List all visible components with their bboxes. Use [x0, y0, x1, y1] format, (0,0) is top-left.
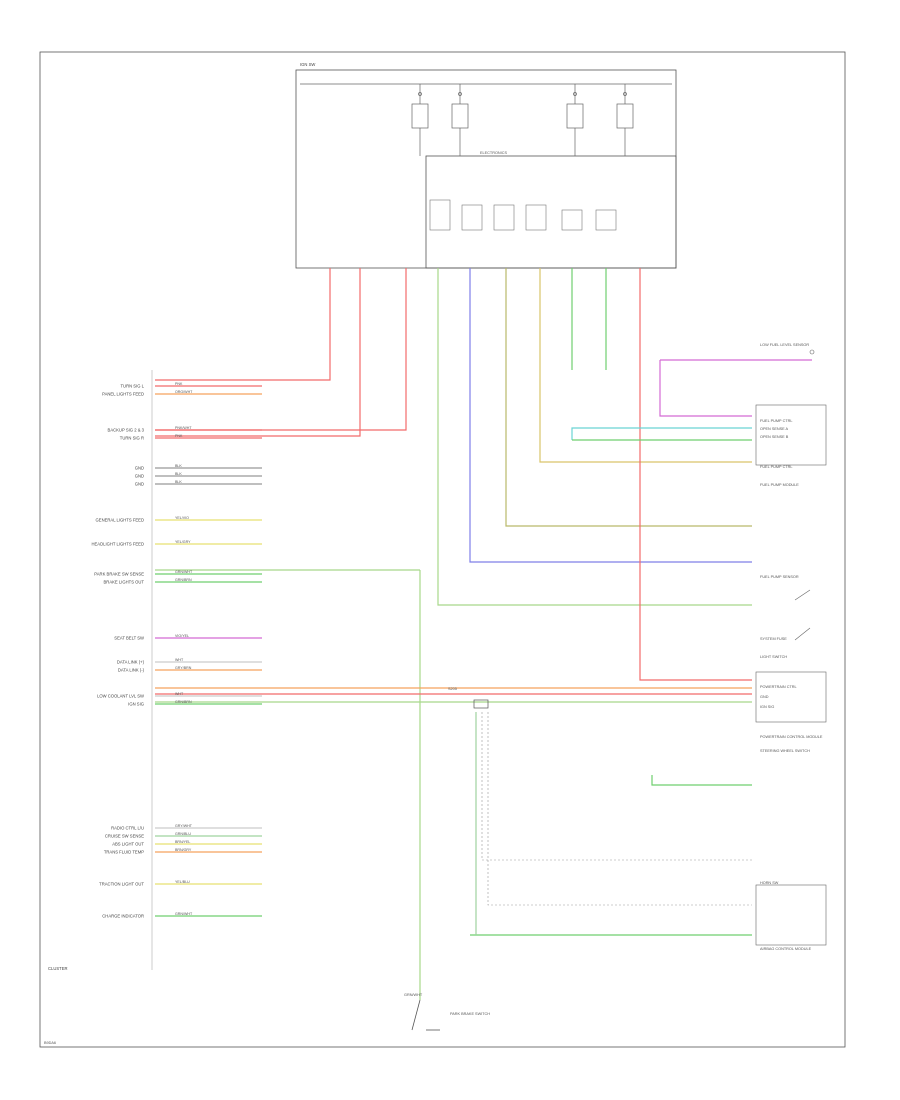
cluster-pin-label: LOW COOLANT LVL SW: [97, 694, 144, 699]
cluster-pin-label: PARK BRAKE SW SENSE: [94, 572, 144, 577]
cluster-pin-wire-color: YEL/BLU: [175, 880, 190, 884]
cluster-pin-label: TRANS FLUID TEMP: [104, 850, 144, 855]
right-component-label: OPEN SENSE B: [760, 435, 789, 439]
cluster-pin-label: PANEL LIGHTS FEED: [102, 392, 144, 397]
splice: S205: [448, 687, 489, 709]
cluster-pin-label: TURN SIG R: [120, 436, 144, 441]
electronics-box: [425, 155, 677, 269]
cluster-pin-label: DATA LINK (-): [118, 668, 145, 673]
figure-code: B9DA6: [44, 1041, 56, 1045]
right-component-label: HORN SW: [760, 881, 779, 885]
right-component-label: LOW FUEL LEVEL SENSOR: [760, 343, 809, 347]
cluster-pin-wire-color: ORG/WHT: [175, 390, 193, 394]
ignition-switch-box: [295, 69, 677, 269]
cluster-pin-wire-color: BRN/YEL: [175, 840, 190, 844]
right-components: [755, 349, 827, 946]
right-component-label: LIGHT SWITCH: [760, 655, 787, 659]
right-component-label: FUEL PUMP SENSOR: [760, 575, 799, 579]
cluster-pin-wire-color: GRN/BRN: [175, 700, 192, 704]
cluster-pin-wire-color: WHT: [175, 692, 184, 696]
cluster-pin-wire-color: GRN/WHT: [175, 912, 193, 916]
right-component-label: POWERTRAIN CTRL: [760, 685, 797, 689]
right-component-label: AIRBAG CONTROL MODULE: [760, 947, 812, 951]
cluster-pin-label: GND: [135, 466, 144, 471]
cluster-pin-wire-color: BLK: [175, 472, 182, 476]
cluster-pin-label: GND: [135, 482, 144, 487]
right-labels: LOW FUEL LEVEL SENSOR FUEL PUMP CTRL OPEN …: [450, 343, 823, 1016]
cluster-pin-wire-color: BRN/GRY: [175, 848, 192, 852]
cluster-pin-label: GENERAL LIGHTS FEED: [96, 518, 144, 523]
cluster-pin-label: TRACTION LIGHT OUT: [99, 882, 144, 887]
cluster-pins: TURN SIG L PNK PANEL LIGHTS FEED ORG/WHT BAC…: [91, 382, 262, 919]
cluster-pin-label: GND: [135, 474, 144, 479]
cluster-pin-label: DATA LINK (+): [117, 660, 145, 665]
cluster-pin-wire-color: YEL/VIO: [175, 516, 189, 520]
cluster-pin-label: CRUISE SW SENSE: [105, 834, 144, 839]
right-component-label: GND: [760, 695, 769, 699]
dashed-leads: [481, 712, 752, 906]
right-component-label: PARK BRAKE SWITCH: [450, 1012, 490, 1016]
internal-connectors: [429, 199, 617, 231]
cluster-pin-label: BACKUP SIG 2 & 3: [108, 428, 145, 433]
cluster-pin-label: IGN SIG: [128, 702, 144, 707]
cluster-pin-label: HEADLIGHT LIGHTS FEED: [91, 542, 144, 547]
cluster-pin-wire-color: YEL/GRY: [175, 540, 191, 544]
cluster-label: CLUSTER: [48, 966, 68, 971]
cluster-pin-label: SEAT BELT SW: [114, 636, 144, 641]
right-component-label: FUEL PUMP CTRL: [760, 419, 793, 423]
cluster-pin-wire-color: PNK: [175, 382, 183, 386]
cluster-pin-label: TURN SIG L: [121, 384, 145, 389]
switch-contacts: [300, 83, 672, 156]
ground-symbol: [411, 999, 440, 1031]
cluster-pin-label: RADIO CTRL L/U: [111, 826, 144, 831]
right-component-label: FUEL PUMP CTRL: [760, 465, 793, 469]
cluster-pin-wire-color: BLK: [175, 464, 182, 468]
cluster-pin-wire-color: GRN/WHT: [175, 570, 193, 574]
cluster-pin-label: ABS LIGHT OUT: [112, 842, 144, 847]
cluster-pin-wire-color: VIO/YEL: [175, 634, 189, 638]
right-component-label: OPEN SENSE A: [760, 427, 789, 431]
splice-label: S205: [448, 687, 457, 691]
cluster-pin-wire-color: PNK/WHT: [175, 426, 192, 430]
cluster-pin-wire-color: GRY/BRN: [175, 666, 192, 670]
cluster-pin-wire-color: GRN/BRN: [175, 578, 192, 582]
right-component-label: SYSTEM FUSE: [760, 637, 787, 641]
cluster-pin-wire-color: GRY/WHT: [175, 824, 193, 828]
ignition-feeds: [155, 268, 752, 681]
bottom-splice-label: GRN/WHT: [404, 993, 423, 997]
diagram-frame: [39, 51, 846, 1048]
right-component-label: POWERTRAIN CONTROL MODULE: [760, 735, 823, 739]
ignition-switch-label: IGN SW: [300, 62, 315, 67]
right-component-label: IGN SIG: [760, 705, 774, 709]
right-component-label: FUEL PUMP MODULE: [760, 483, 799, 487]
right-component-label: STEERING WHEEL SWITCH: [760, 749, 810, 753]
cluster-pin-wire-color: GRN/BLU: [175, 832, 191, 836]
right-feeds: [155, 359, 812, 1000]
electronics-label: ELECTRONICS: [480, 151, 507, 155]
cluster-pin-label: CHARGE INDICATOR: [102, 914, 144, 919]
cluster-pin-wire-color: WHT: [175, 658, 184, 662]
cluster-pin-wire-color: BLK: [175, 480, 182, 484]
cluster-pin-label: BRAKE LIGHTS OUT: [104, 580, 145, 585]
cluster-pin-wire-color: PNK: [175, 434, 183, 438]
